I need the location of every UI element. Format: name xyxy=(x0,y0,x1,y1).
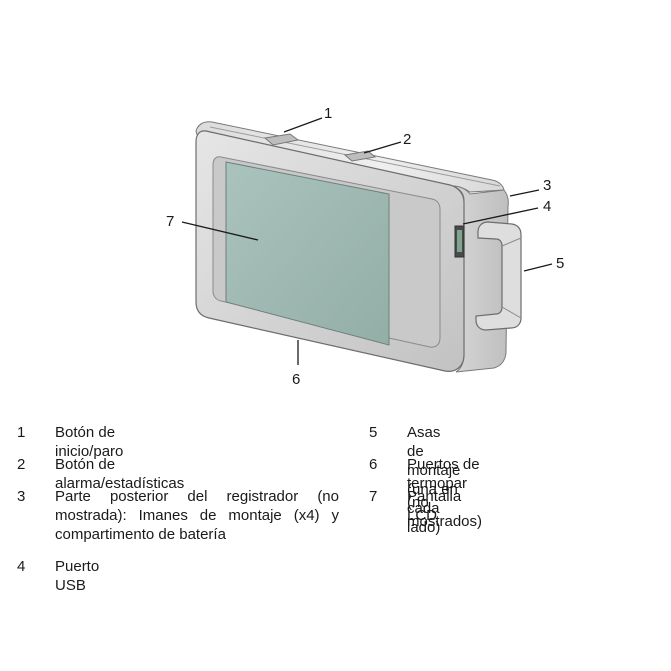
callout-5: 5 xyxy=(556,255,564,272)
legend-text: Puerto USB xyxy=(55,558,100,594)
usb-port-inner xyxy=(457,230,462,252)
leader-line-3 xyxy=(509,189,540,197)
callout-4: 4 xyxy=(543,198,551,215)
start-stop-button xyxy=(263,133,300,146)
legend-number: 3 xyxy=(17,488,26,505)
legend-text: Botón de inicio/paro xyxy=(55,424,124,460)
legend-text: Asas de montaje (una en cada lado) xyxy=(407,424,461,536)
callout-2: 2 xyxy=(403,131,411,148)
data-logger-diagram: 1 2 3 4 5 6 7 xyxy=(166,105,564,388)
legend-number: 6 xyxy=(369,456,378,473)
legend-number: 5 xyxy=(369,424,378,441)
legend-number: 7 xyxy=(369,488,378,505)
lcd-screen xyxy=(225,161,390,346)
callout-7: 7 xyxy=(166,213,174,230)
leader-line-1 xyxy=(283,117,323,133)
legend-text: Parte posterior del registrador (no most… xyxy=(55,488,339,543)
legend-text: Puertos de termopar (no mostrados) xyxy=(407,456,483,530)
legend-number: 1 xyxy=(17,424,26,441)
legend-number: 2 xyxy=(17,456,26,473)
leader-line-4 xyxy=(462,207,539,225)
leader-line-7 xyxy=(181,221,259,241)
leader-line-2 xyxy=(363,141,402,154)
alarm-stats-button xyxy=(343,150,377,162)
callout-6: 6 xyxy=(292,371,300,388)
handle-side xyxy=(501,237,522,319)
legend-text: Pantalla LCD xyxy=(407,488,462,524)
callout-1: 1 xyxy=(324,105,332,122)
leader-line-5 xyxy=(523,263,553,272)
legend-number: 4 xyxy=(17,558,26,575)
callout-3: 3 xyxy=(543,177,551,194)
legend-text: Botón de alarma/estadísticas xyxy=(55,456,185,492)
